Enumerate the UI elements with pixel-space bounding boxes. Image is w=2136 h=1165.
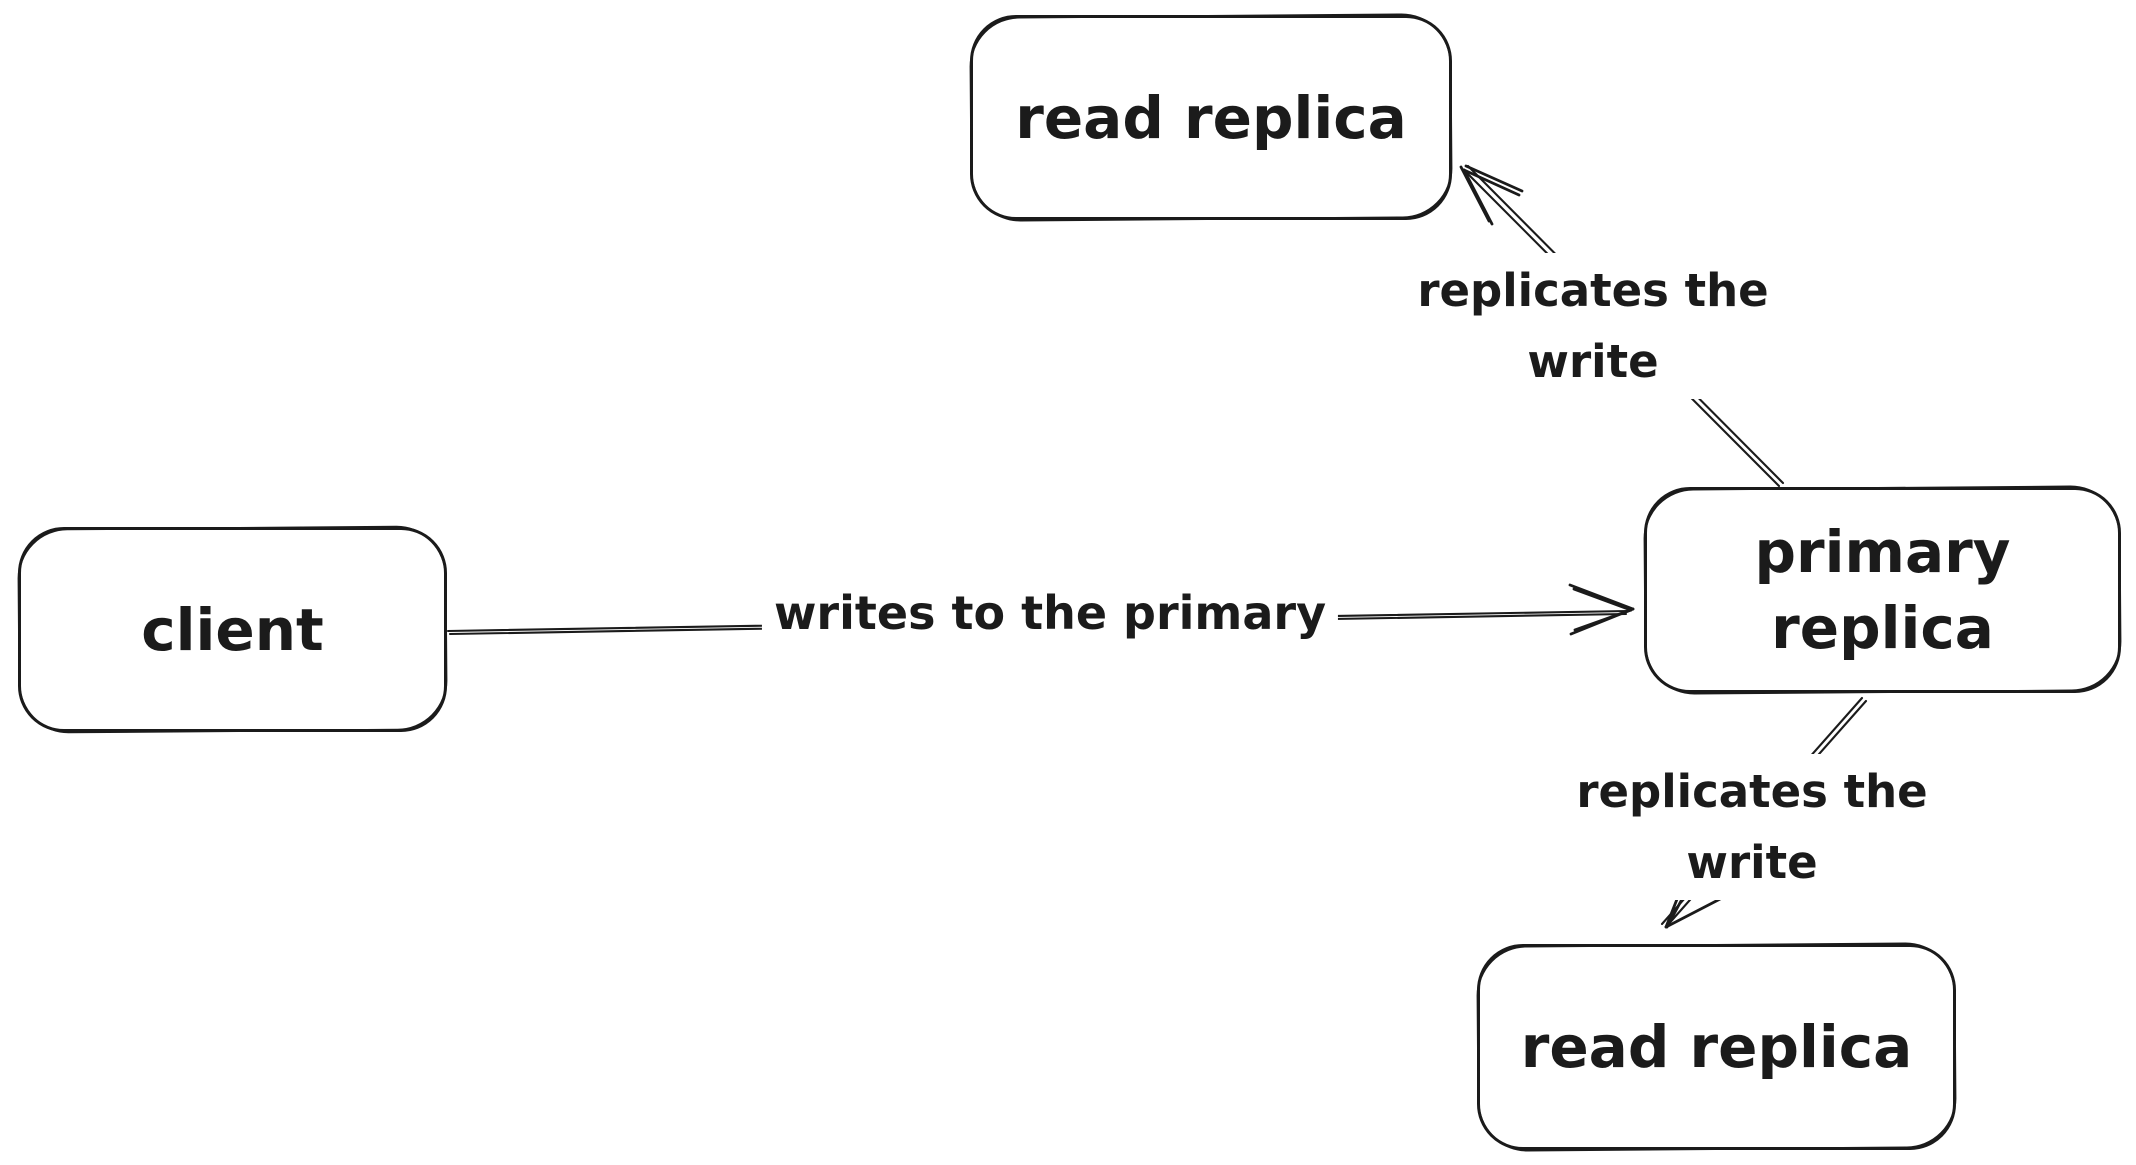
node-label: read replica — [1015, 83, 1407, 152]
edge-label-text-line1: replicates the — [1417, 264, 1769, 317]
edge-label-text: writes to the primary — [773, 586, 1327, 640]
node-label-line1: primary — [1754, 518, 2011, 586]
edge-label-replicates-the-write-top[interactable]: replicates the write — [1405, 253, 1781, 399]
edge-label-writes-to-the-primary[interactable]: writes to the primary — [761, 584, 1339, 642]
node-primary-replica[interactable]: primary replica — [1644, 487, 2121, 693]
edge-label-text-line2: write — [1686, 836, 1818, 889]
edge-label-replicates-the-write-bottom[interactable]: replicates the write — [1564, 754, 1940, 900]
node-label: client — [141, 595, 324, 664]
node-label: primary replica — [1755, 514, 2011, 666]
node-read-replica-top[interactable]: read replica — [970, 15, 1452, 220]
edge-label-text-line2: write — [1527, 335, 1659, 388]
node-label-line2: replica — [1771, 594, 1994, 662]
node-label: read replica — [1520, 1013, 1913, 1081]
node-client[interactable]: client — [18, 527, 447, 732]
node-read-replica-bottom[interactable]: read replica — [1477, 944, 1956, 1150]
edge-label-text-line1: replicates the — [1576, 765, 1928, 818]
